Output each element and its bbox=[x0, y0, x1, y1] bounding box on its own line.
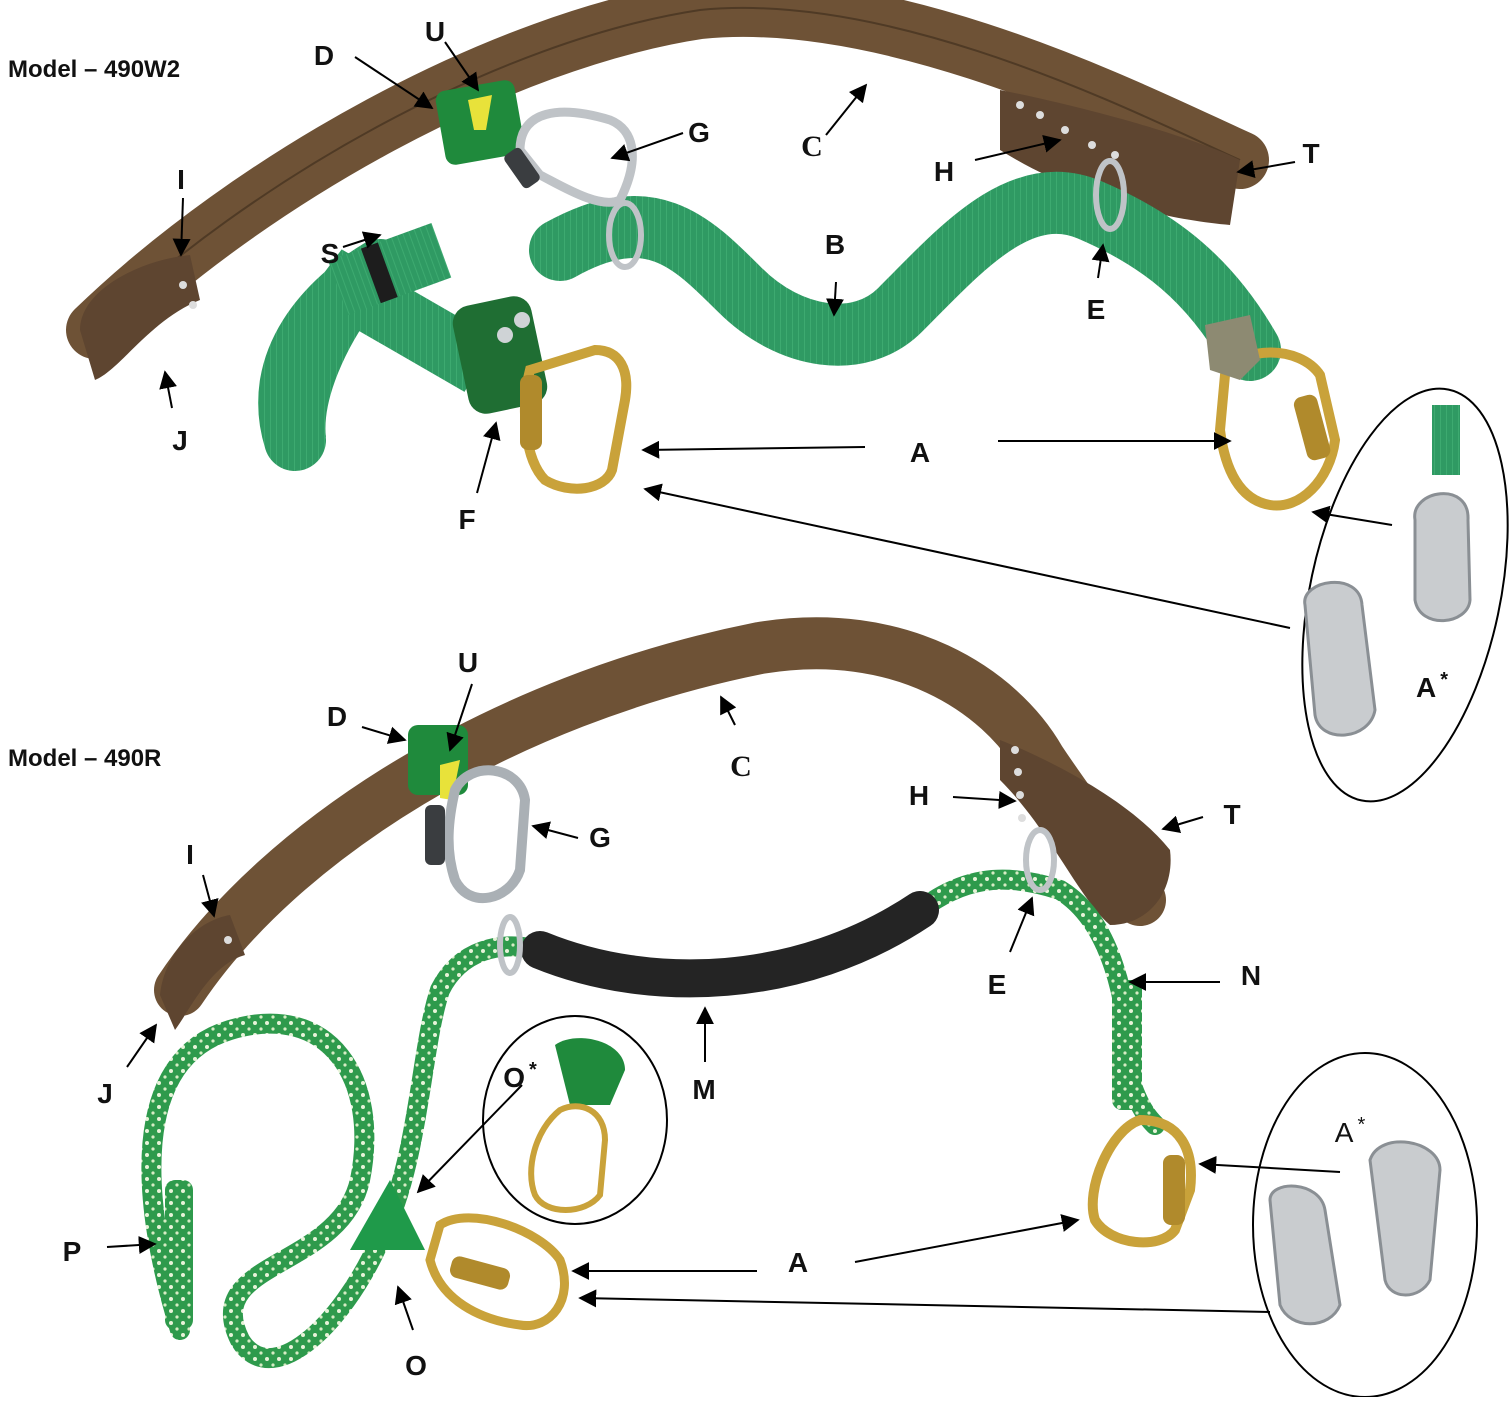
bottom-belt-loop bbox=[160, 915, 245, 1030]
label-a-top: A bbox=[910, 439, 930, 467]
label-i-top: I bbox=[177, 166, 185, 194]
label-n-bottom: N bbox=[1241, 962, 1261, 990]
arrow bbox=[1313, 512, 1392, 525]
arrow bbox=[418, 1085, 522, 1192]
top-gold-gate-left bbox=[520, 375, 542, 450]
label-u-bottom: U bbox=[458, 649, 478, 677]
bottom-splice-p bbox=[165, 1180, 193, 1330]
label-f-top: F bbox=[458, 506, 475, 534]
top-belt-hole bbox=[1061, 126, 1069, 134]
top-webbing-tail bbox=[294, 290, 480, 440]
model-490r-illustration bbox=[107, 643, 1477, 1397]
bottom-steel-carabiner bbox=[449, 770, 525, 898]
bottom-belt-strap bbox=[180, 643, 1140, 990]
bottom-carabiner-gate bbox=[425, 805, 445, 865]
label-j-top: J bbox=[172, 427, 188, 455]
label-o-bottom: O bbox=[405, 1352, 427, 1380]
top-rope-grab-bolt bbox=[514, 312, 530, 328]
arrow bbox=[1163, 817, 1203, 829]
label-i-bottom: I bbox=[186, 841, 194, 869]
arrow bbox=[643, 447, 865, 450]
label-g-bottom: G bbox=[589, 824, 611, 852]
arrow bbox=[127, 1025, 156, 1067]
label-h-bottom: H bbox=[909, 782, 929, 810]
model-title-490r: Model – 490R bbox=[8, 745, 161, 773]
label-e-bottom: E bbox=[988, 971, 1007, 999]
bottom-rope-sleeve bbox=[540, 910, 920, 978]
model-490w2-illustration bbox=[80, 8, 1510, 820]
top-belt-hole bbox=[1088, 141, 1096, 149]
top-alt-webbing bbox=[1432, 405, 1460, 475]
top-belt-hole bbox=[189, 301, 197, 309]
bottom-belt-hole bbox=[1016, 791, 1024, 799]
label-j-bottom: J bbox=[97, 1080, 113, 1108]
arrow bbox=[1098, 245, 1103, 278]
top-belt-hole bbox=[1016, 101, 1024, 109]
label-c-top: C bbox=[801, 132, 823, 162]
label-a-alt-bottom: A* bbox=[1335, 1119, 1365, 1147]
arrow bbox=[533, 826, 578, 838]
bottom-alt-snaphook-2 bbox=[1270, 1186, 1340, 1324]
label-b-top: B bbox=[825, 231, 845, 259]
bottom-belt-hole bbox=[1018, 814, 1026, 822]
label-s-top: S bbox=[321, 240, 340, 268]
top-alt-snaphook-1 bbox=[1415, 494, 1470, 621]
top-belt-hole bbox=[1036, 111, 1044, 119]
bottom-belt-hole bbox=[1011, 746, 1019, 754]
arrow bbox=[1200, 1164, 1340, 1172]
arrow bbox=[203, 875, 214, 916]
model-title-490w2: Model – 490W2 bbox=[8, 56, 180, 84]
label-g-top: G bbox=[688, 119, 710, 147]
label-e-top: E bbox=[1087, 296, 1106, 324]
label-d-bottom: D bbox=[327, 703, 347, 731]
top-belt-hole bbox=[179, 281, 187, 289]
bottom-alt-grab bbox=[555, 1038, 625, 1105]
arrow bbox=[477, 423, 496, 493]
arrow bbox=[612, 133, 683, 158]
bottom-alt-snaphook-1 bbox=[1370, 1142, 1440, 1295]
arrow bbox=[826, 85, 866, 135]
label-t-top: T bbox=[1302, 140, 1319, 168]
bottom-belt-hole bbox=[224, 936, 232, 944]
arrow bbox=[721, 697, 735, 725]
bottom-alt-carabiner bbox=[531, 1106, 605, 1210]
top-belt-loop bbox=[80, 255, 200, 380]
label-m-bottom: M bbox=[692, 1076, 715, 1104]
arrow bbox=[580, 1298, 1270, 1312]
bottom-rope bbox=[151, 880, 1155, 1359]
label-p-bottom: P bbox=[63, 1238, 82, 1266]
arrow bbox=[953, 797, 1015, 801]
label-h-top: H bbox=[934, 158, 954, 186]
bottom-splice-n bbox=[1112, 980, 1142, 1110]
bottom-gold-gate-right bbox=[1163, 1155, 1185, 1225]
arrow bbox=[855, 1220, 1078, 1262]
arrow bbox=[645, 489, 1290, 628]
arrow bbox=[165, 372, 172, 408]
arrow bbox=[398, 1287, 413, 1330]
arrow bbox=[1010, 898, 1032, 952]
label-t-bottom: T bbox=[1223, 801, 1240, 829]
arrow bbox=[362, 727, 405, 740]
arrow bbox=[107, 1244, 155, 1247]
bottom-belt-hole bbox=[1014, 768, 1022, 776]
label-o-alt-bottom: O* bbox=[503, 1064, 537, 1092]
top-rope-grab-bolt bbox=[497, 327, 513, 343]
label-c-bottom: C bbox=[730, 752, 752, 782]
label-a-alt-top: A* bbox=[1416, 674, 1448, 702]
bottom-gold-gate-left bbox=[448, 1255, 512, 1292]
top-alt-snaphook-2 bbox=[1305, 582, 1375, 735]
label-u-top: U bbox=[425, 18, 445, 46]
label-a-bottom: A bbox=[788, 1249, 808, 1277]
label-d-top: D bbox=[314, 42, 334, 70]
top-belt-hole bbox=[1111, 151, 1119, 159]
